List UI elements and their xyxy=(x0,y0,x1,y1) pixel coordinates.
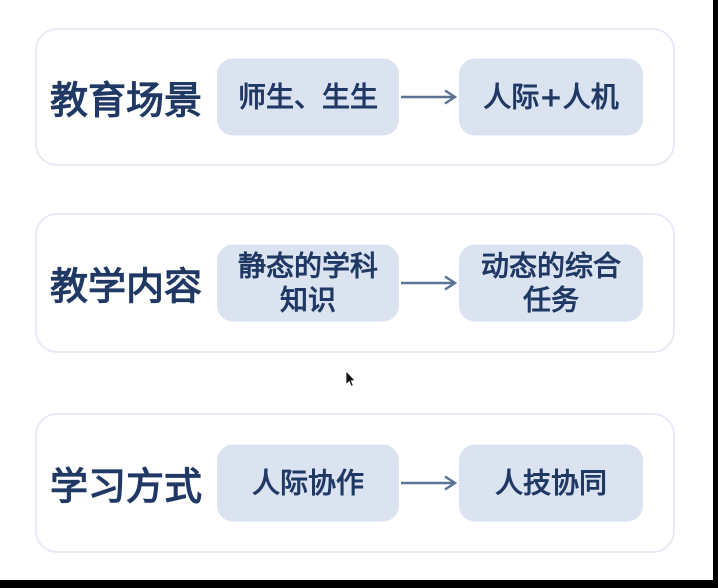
from-box-education-scene: 师生、生生 xyxy=(217,58,399,136)
row-card-education-scene: 教育场景 师生、生生 人际+人机 xyxy=(35,28,675,166)
row-label-education-scene: 教育场景 xyxy=(50,78,203,123)
row-card-learning-style: 学习方式 人际协作 人技协同 xyxy=(35,413,675,553)
from-box-label: 静态的学科 知识 xyxy=(237,249,378,316)
from-box-learning-style: 人际协作 xyxy=(217,444,399,522)
right-arrow-icon xyxy=(401,475,458,491)
from-box-label: 师生、生生 xyxy=(237,80,378,113)
from-box-teaching-content: 静态的学科 知识 xyxy=(217,244,399,322)
mouse-pointer-icon xyxy=(345,370,356,387)
to-box-label: 动态的综合 任务 xyxy=(480,249,621,316)
right-arrow-icon xyxy=(401,275,458,291)
row-card-teaching-content: 教学内容 静态的学科 知识 动态的综合 任务 xyxy=(35,213,675,353)
right-arrow-icon xyxy=(401,89,458,105)
to-box-label: 人技协同 xyxy=(494,466,607,499)
from-box-label: 人际协作 xyxy=(251,466,364,499)
frame-edge-bottom xyxy=(0,580,718,588)
row-label-teaching-content: 教学内容 xyxy=(50,264,203,309)
frame-edge-right xyxy=(713,0,718,588)
to-box-education-scene: 人际+人机 xyxy=(459,58,643,136)
to-box-label: 人际+人机 xyxy=(483,80,619,113)
row-label-learning-style: 学习方式 xyxy=(50,464,203,509)
to-box-teaching-content: 动态的综合 任务 xyxy=(459,244,643,322)
to-box-learning-style: 人技协同 xyxy=(459,444,643,522)
